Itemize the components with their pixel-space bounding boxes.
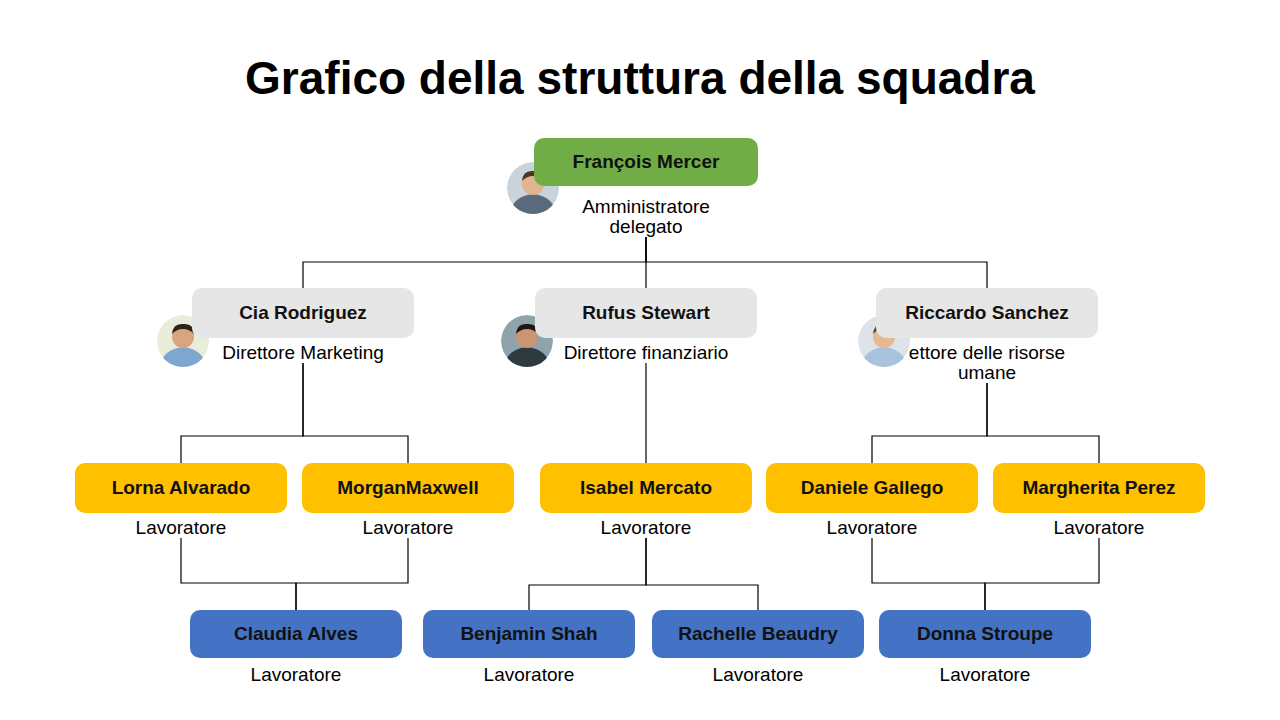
org-connector — [303, 237, 646, 288]
org-node: Claudia AlvesLavoratore — [190, 610, 402, 685]
org-connector — [985, 538, 1099, 610]
role-label: Lavoratore — [190, 665, 402, 685]
name-box: Rachelle Beaudry — [652, 610, 864, 658]
name-box: Donna Stroupe — [879, 610, 1091, 658]
org-connector — [529, 538, 646, 610]
role-label: Lavoratore — [766, 518, 978, 538]
org-node: François MercerAmministratore delegato — [534, 138, 758, 237]
org-node: Isabel MercatoLavoratore — [540, 463, 752, 538]
role-label: ettore delle risorse umane — [887, 343, 1087, 383]
role-label: Lavoratore — [75, 518, 287, 538]
role-label: Lavoratore — [652, 665, 864, 685]
name-box: Margherita Perez — [993, 463, 1205, 513]
org-connector — [987, 383, 1099, 463]
role-label: Amministratore delegato — [556, 197, 736, 237]
name-box: Lorna Alvarado — [75, 463, 287, 513]
org-connector — [181, 538, 296, 610]
role-label: Lavoratore — [540, 518, 752, 538]
org-node: Lorna AlvaradoLavoratore — [75, 463, 287, 538]
org-node: Rufus StewartDirettore finanziario — [535, 288, 757, 363]
org-connector — [872, 383, 987, 463]
org-node: MorganMaxwellLavoratore — [302, 463, 514, 538]
name-box: Daniele Gallego — [766, 463, 978, 513]
role-label: Lavoratore — [993, 518, 1205, 538]
name-box: Claudia Alves — [190, 610, 402, 658]
role-label: Direttore finanziario — [535, 343, 757, 363]
org-connector — [872, 538, 985, 610]
name-box: MorganMaxwell — [302, 463, 514, 513]
name-box: Isabel Mercato — [540, 463, 752, 513]
org-node: Margherita PerezLavoratore — [993, 463, 1205, 538]
org-connector — [296, 538, 408, 610]
role-label: Lavoratore — [879, 665, 1091, 685]
name-box: Rufus Stewart — [535, 288, 757, 338]
org-connector — [645, 363, 646, 463]
role-label: Lavoratore — [423, 665, 635, 685]
name-box: Riccardo Sanchez — [876, 288, 1098, 338]
org-connector — [181, 363, 303, 463]
org-node: Cia RodriguezDirettore Marketing — [192, 288, 414, 363]
org-connector — [646, 237, 987, 288]
org-node: Rachelle BeaudryLavoratore — [652, 610, 864, 685]
role-label: Direttore Marketing — [192, 343, 414, 363]
org-node: Donna StroupeLavoratore — [879, 610, 1091, 685]
org-node: Benjamin ShahLavoratore — [423, 610, 635, 685]
org-node: Daniele GallegoLavoratore — [766, 463, 978, 538]
name-box: Cia Rodriguez — [192, 288, 414, 338]
name-box: François Mercer — [534, 138, 758, 186]
chart-title: Grafico della struttura della squadra — [0, 50, 1280, 106]
org-node: Riccardo Sanchez ettore delle risorse uma… — [876, 288, 1098, 383]
org-connector — [303, 363, 408, 463]
name-box: Benjamin Shah — [423, 610, 635, 658]
org-connector — [646, 538, 758, 610]
role-label: Lavoratore — [302, 518, 514, 538]
